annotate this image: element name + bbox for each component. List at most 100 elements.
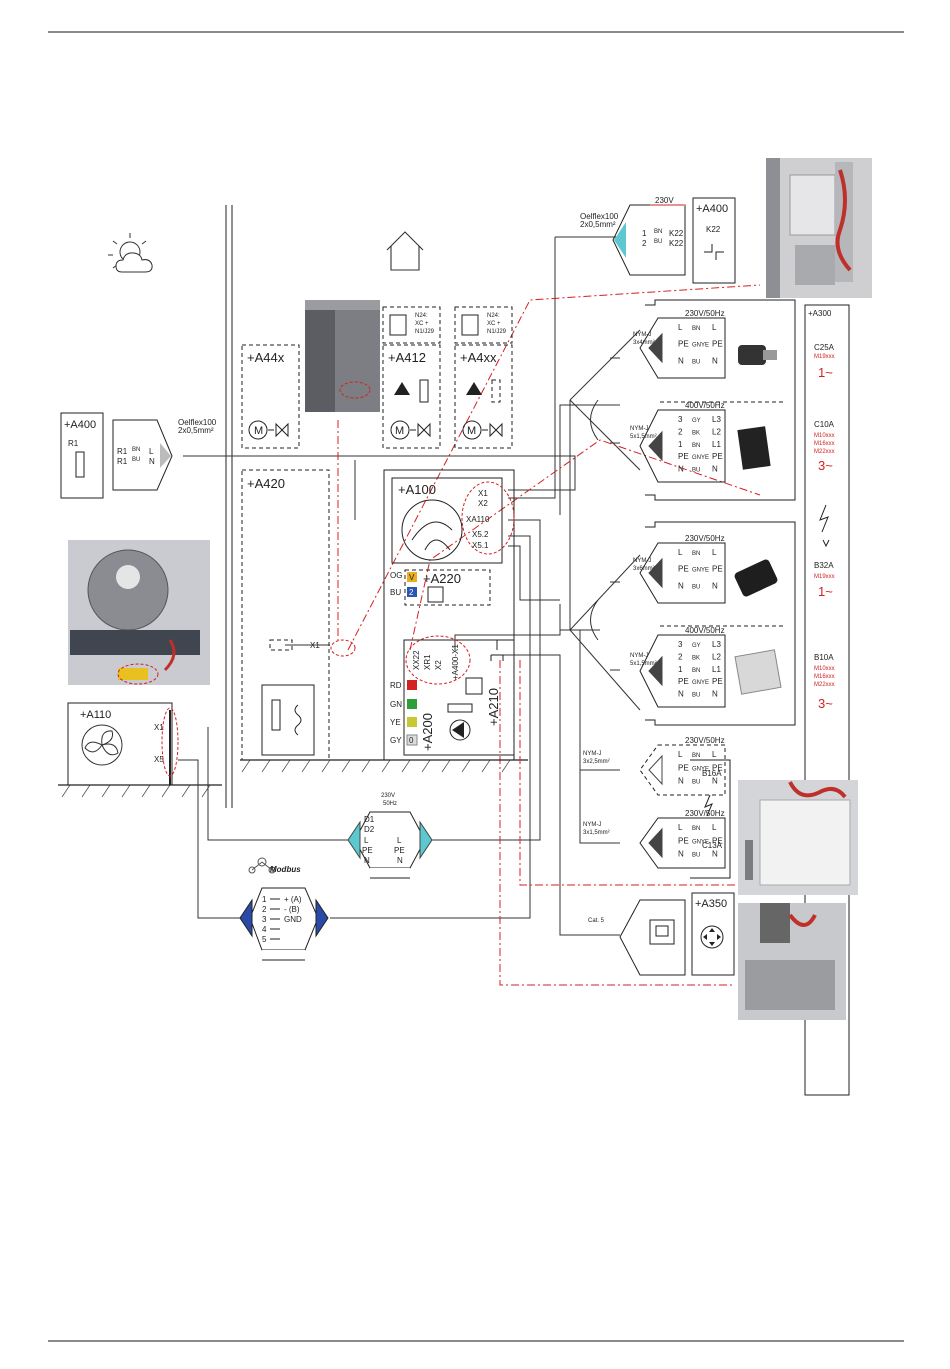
- svg-text:1~: 1~: [818, 365, 833, 380]
- unit-a412: +A412 M: [382, 344, 441, 449]
- svg-text:3x6mm²: 3x6mm²: [633, 566, 655, 572]
- svg-text:XA110: XA110: [466, 515, 490, 524]
- svg-text:1: 1: [262, 895, 267, 904]
- svg-text:BU: BU: [692, 584, 700, 590]
- svg-text:+A200: +A200: [420, 713, 435, 751]
- power-connector-5-voltage: 230V/50Hz: [685, 736, 725, 745]
- a110-term-x1: X1: [154, 723, 164, 732]
- svg-text:XC +: XC +: [487, 321, 501, 327]
- unit-a100: +A100 X1 X2 XA110 X5.2 X5.1: [383, 469, 515, 761]
- svg-text:N24:: N24:: [415, 313, 428, 319]
- svg-text:L2: L2: [712, 652, 721, 661]
- svg-text:GN: GN: [390, 700, 402, 709]
- svg-text:1: 1: [678, 665, 683, 674]
- svg-text:2: 2: [678, 652, 683, 661]
- svg-text:NYM-J: NYM-J: [633, 558, 651, 564]
- a412-sensor-box: N24: XC + N1/J29: [382, 306, 441, 344]
- svg-text:PE: PE: [678, 836, 689, 845]
- svg-text:BN: BN: [692, 826, 700, 832]
- svg-text:L: L: [712, 548, 717, 557]
- unit-a110-title: +A110: [80, 709, 111, 721]
- connector-bottom-230v: 230V 50Hz D1 D2 L L PE PE N N: [347, 793, 433, 879]
- svg-text:L: L: [678, 323, 683, 332]
- compressor-icon: [401, 499, 463, 561]
- svg-text:2: 2: [409, 588, 414, 597]
- svg-text:N: N: [712, 690, 718, 699]
- svg-text:Oelflex100: Oelflex100: [178, 418, 217, 427]
- svg-text:BN: BN: [692, 753, 700, 759]
- svg-text:2: 2: [678, 427, 683, 436]
- svg-text:BN: BN: [692, 551, 700, 557]
- svg-text:3: 3: [262, 915, 267, 924]
- unit-a400-top-relay: K22: [706, 225, 721, 234]
- svg-text:V: V: [409, 573, 415, 582]
- svg-text:N: N: [678, 777, 684, 786]
- svg-text:+ (A): + (A): [284, 895, 302, 904]
- connector-top-end-1: K22: [669, 229, 684, 238]
- svg-text:XX22: XX22: [412, 650, 421, 670]
- building-wall: [58, 205, 528, 808]
- connector-top-voltage: 230V: [655, 196, 674, 205]
- svg-text:3~: 3~: [818, 458, 833, 473]
- svg-text:RD: RD: [390, 681, 402, 690]
- unit-a400-left-r1: R1: [68, 439, 79, 448]
- svg-text:GNYE: GNYE: [692, 568, 709, 574]
- breaker-1: C25A M19xxx 1~: [814, 343, 835, 380]
- unit-a400-left: +A400 R1 R1 R1 BN BU L N Oelflex100 2x0,…: [60, 412, 217, 499]
- unit-photo-bottom: [738, 903, 846, 1020]
- lightning-icon: [819, 504, 829, 533]
- svg-text:X1: X1: [478, 489, 488, 498]
- svg-text:M10xxx: M10xxx: [814, 433, 835, 439]
- svg-text:L: L: [712, 823, 717, 832]
- svg-text:NYM-J: NYM-J: [583, 822, 601, 828]
- svg-text:BU: BU: [692, 693, 700, 699]
- svg-text:R1: R1: [117, 457, 128, 466]
- svg-text:PE: PE: [678, 452, 689, 461]
- svg-text:M16xxx: M16xxx: [814, 441, 835, 447]
- arrow-down-icon: [822, 539, 830, 548]
- svg-text:L: L: [712, 750, 717, 759]
- svg-text:YE: YE: [390, 718, 401, 727]
- svg-text:3~: 3~: [818, 696, 833, 711]
- svg-text:GY: GY: [692, 643, 701, 649]
- svg-text:N: N: [364, 856, 370, 865]
- unit-a44x: +A44x M: [241, 344, 300, 449]
- svg-text:XC +: XC +: [415, 321, 429, 327]
- svg-text:5x1,5mm²: 5x1,5mm²: [630, 434, 657, 440]
- connector-top-230v: 230V 1 2 BN BU K22 K22 Oelflex100 2x0,5m…: [580, 196, 736, 284]
- network-hub-icon: [700, 925, 724, 949]
- plug-2-image: [737, 426, 771, 470]
- svg-text:BN: BN: [692, 326, 700, 332]
- svg-text:+A420: +A420: [247, 476, 285, 491]
- svg-text:X2: X2: [478, 499, 488, 508]
- unit-photo-top: [766, 158, 872, 298]
- svg-text:BU: BU: [132, 457, 140, 463]
- svg-text:M22xxx: M22xxx: [814, 682, 835, 688]
- svg-text:N24:: N24:: [487, 313, 500, 319]
- svg-text:NYM-J: NYM-J: [583, 751, 601, 757]
- svg-text:+A412: +A412: [388, 350, 426, 365]
- breaker-2: C10A M10xxx M16xxx M22xxx 3~: [814, 420, 835, 473]
- connector-top-pin-2: 2: [642, 239, 647, 248]
- cable-labels: NYM-J 3x4mm² NYM-J 5x1,5mm² NYM-J 3x6mm²…: [583, 332, 657, 924]
- svg-text:4: 4: [262, 925, 267, 934]
- plug-3-image: [734, 559, 778, 597]
- outdoor-unit-photo: [68, 540, 210, 685]
- fan-icon: [81, 724, 123, 766]
- svg-text:X2: X2: [434, 660, 443, 670]
- right-frame: B16A C13A: [645, 299, 796, 879]
- wiring: [178, 236, 761, 986]
- svg-text:N: N: [678, 690, 684, 699]
- svg-text:PE: PE: [712, 340, 723, 349]
- svg-text:N: N: [678, 581, 684, 590]
- svg-text:+A100: +A100: [398, 482, 436, 497]
- unit-a200: XX22 XR1 X2 +A400-X1 +A200 +A210 RD GN Y…: [390, 635, 515, 756]
- svg-text:L1: L1: [712, 665, 721, 674]
- svg-text:L: L: [678, 548, 683, 557]
- svg-text:0: 0: [409, 736, 414, 745]
